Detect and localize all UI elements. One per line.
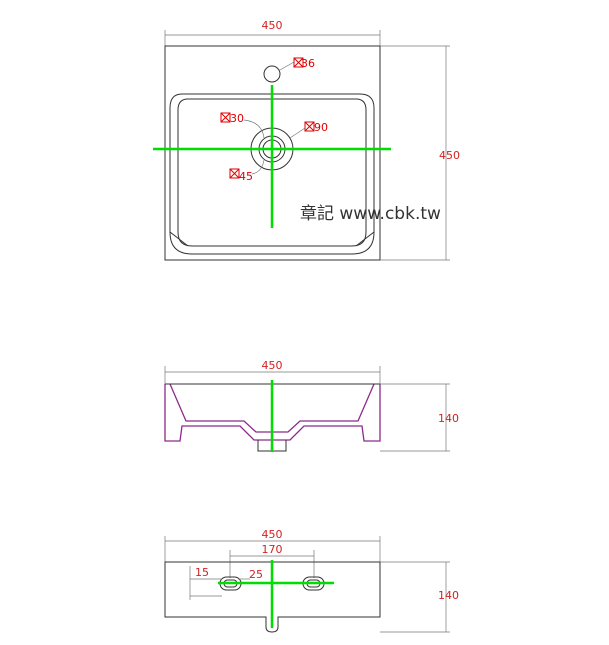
top-basin-corner-line: [355, 231, 375, 247]
diameter-marker-icon: [229, 168, 240, 179]
watermark: 章記 www.cbk.tw: [300, 204, 441, 224]
back-width-label: 450: [262, 528, 283, 541]
drain-outer-label: 90: [314, 121, 328, 134]
tap-hole-label: 36: [301, 57, 315, 70]
side-height-label: 140: [438, 412, 459, 425]
back-outline: [164, 561, 381, 633]
drain-offset-label: 45: [239, 170, 253, 183]
diameter-marker-icon: [304, 121, 315, 132]
back-hole-left-label: 15: [195, 566, 209, 579]
top-basin-inner: [177, 98, 367, 247]
back-height-label: 140: [438, 589, 459, 602]
back-view: 450 170 15 25 140: [164, 528, 459, 633]
side-view: 450 140: [164, 359, 459, 452]
top-outer-outline: [164, 45, 381, 261]
diameter-marker-icon: [293, 57, 304, 68]
top-basin-outer: [169, 93, 375, 255]
tap-hole-leader: [279, 61, 295, 71]
side-width-label: 450: [262, 359, 283, 372]
top-height-label: 450: [439, 149, 460, 162]
drain-inner-leader: [243, 119, 265, 139]
top-view: 450 450 36 30 90: [153, 19, 460, 261]
diameter-marker-stroke: [220, 112, 231, 123]
back-hole-size-label: 25: [249, 568, 263, 581]
top-basin-corner-line: [169, 231, 189, 247]
back-hole-spacing-label: 170: [262, 543, 283, 556]
top-width-label: 450: [262, 19, 283, 32]
diameter-marker-stroke: [229, 168, 240, 179]
drain-outer-leader: [289, 127, 306, 139]
diameter-marker-icon: [220, 112, 231, 123]
diameter-marker-stroke: [293, 57, 304, 68]
tap-hole: [263, 65, 281, 83]
drain-inner-label: 30: [230, 112, 244, 125]
drain-offset-leader: [251, 159, 265, 175]
diameter-marker-stroke: [304, 121, 315, 132]
